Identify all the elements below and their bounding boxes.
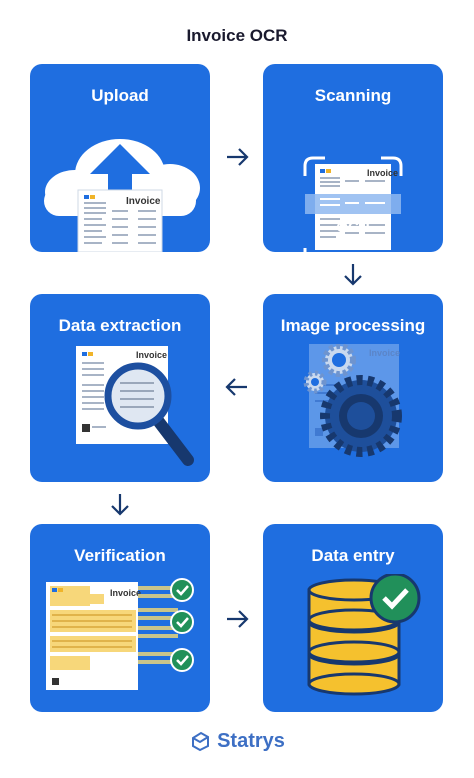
verification-illustration: Invoice (46, 578, 194, 690)
small-gear-icon (322, 344, 356, 377)
statrys-logo-icon (192, 731, 210, 752)
step-data-extraction-card: Data extraction Invoice (30, 294, 210, 482)
magnifier-icon (104, 362, 194, 466)
gears-processing-illustration: Invoice (303, 344, 402, 457)
brand-name: Statrys (217, 729, 285, 752)
check-badge-icon (170, 648, 194, 672)
cloud-upload-illustration: Invoice (44, 139, 200, 252)
invoice-heading: Invoice (126, 196, 161, 207)
step-image-processing-label: Image processing (280, 316, 426, 335)
arrow-right-icon (227, 610, 249, 628)
ocr-label: OCR (336, 219, 370, 236)
ocr-scan-illustration: Invoice OCR (303, 156, 403, 252)
invoice-heading: Invoice (136, 350, 167, 360)
magnifier-extraction-illustration: Invoice (76, 346, 194, 466)
step-data-entry-label: Data entry (311, 546, 395, 565)
invoice-document-icon (77, 189, 163, 252)
arrow-right-icon (227, 148, 249, 166)
step-scanning-card: Scanning (263, 64, 443, 252)
step-upload-label: Upload (91, 86, 149, 105)
scan-frame-icon (303, 156, 403, 252)
step-verification-card: Verification Invoice (30, 524, 210, 712)
database-illustration (307, 574, 421, 696)
invoice-heading: Invoice (367, 168, 398, 178)
step-image-processing-card: Image processing Invoice (263, 294, 443, 482)
invoice-heading: Invoice (110, 588, 141, 598)
check-badge-icon (170, 610, 194, 634)
arrow-down-icon (111, 494, 129, 516)
arrow-down-icon (344, 264, 362, 286)
invoice-heading: Invoice (369, 348, 400, 358)
invoice-document-icon (46, 582, 138, 690)
step-data-extraction-label: Data extraction (58, 316, 182, 335)
step-data-entry-card: Data entry (263, 524, 443, 712)
check-badge-icon (170, 578, 194, 602)
step-scanning-label: Scanning (314, 86, 392, 105)
tiny-gear-icon (303, 370, 327, 394)
brand-footer: Statrys (0, 728, 474, 754)
connector-lines (138, 586, 178, 664)
arrow-left-icon (225, 378, 247, 396)
step-verification-label: Verification (74, 546, 166, 565)
step-upload-card: Upload (30, 64, 210, 252)
large-gear-icon (320, 375, 402, 457)
upload-arrow-icon (90, 144, 150, 200)
diagram-title: Invoice OCR (186, 26, 288, 45)
check-badge-icon (369, 574, 421, 624)
